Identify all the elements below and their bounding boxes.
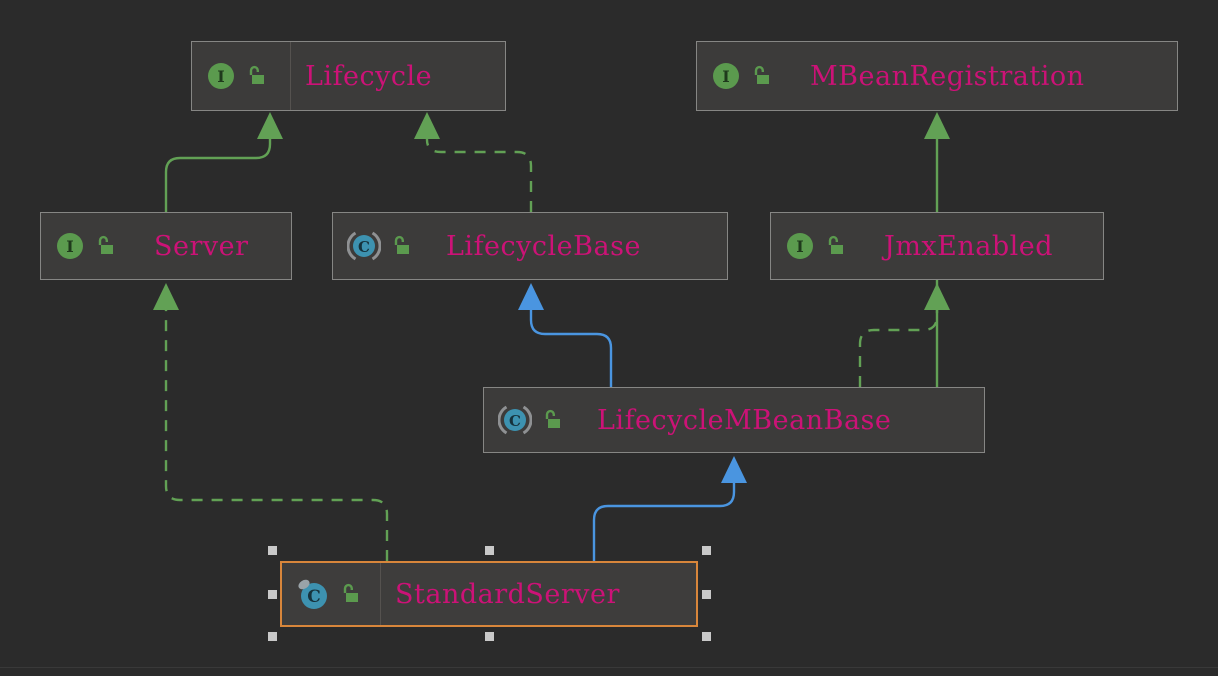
node-name-label: LifecycleMBeanBase bbox=[597, 404, 892, 436]
svg-text:C: C bbox=[509, 412, 521, 430]
class-node-standardserver[interactable]: C StandardServer bbox=[280, 561, 698, 627]
node-name-label: Lifecycle bbox=[305, 60, 433, 92]
unlocked-padlock-icon bbox=[98, 235, 113, 254]
node-name-label: JmxEnabled bbox=[884, 230, 1054, 262]
class-node-lifecyclebase[interactable]: C LifecycleBase bbox=[332, 212, 728, 280]
abstract-class-icon: C bbox=[498, 405, 532, 435]
class-icon: C bbox=[298, 579, 327, 609]
unlocked-padlock-icon bbox=[754, 65, 769, 84]
unlocked-padlock-icon bbox=[545, 409, 560, 428]
unlocked-padlock-icon bbox=[394, 235, 409, 254]
selection-handle-middle-right[interactable] bbox=[702, 590, 711, 599]
node-icon-gutter: C bbox=[333, 213, 432, 279]
svg-text:C: C bbox=[358, 238, 370, 256]
edge-standardserver-to-lifecyclembeanbase[interactable] bbox=[592, 456, 747, 561]
node-icon-gutter: C bbox=[282, 563, 381, 625]
selection-handle-top-center[interactable] bbox=[485, 546, 494, 555]
interface-icon: I bbox=[208, 63, 234, 89]
node-icon-gutter: I bbox=[192, 42, 291, 110]
svg-text:I: I bbox=[722, 67, 729, 86]
selection-handle-top-left[interactable] bbox=[268, 546, 277, 555]
unlocked-padlock-icon bbox=[343, 583, 358, 602]
edge-lifecyclembeanbase-to-jmxenabled[interactable] bbox=[858, 283, 950, 387]
edge-lifecyclembeanbase-to-lifecyclebase[interactable] bbox=[518, 283, 613, 387]
node-icon-gutter: I bbox=[41, 213, 140, 279]
node-name-label: MBeanRegistration bbox=[810, 60, 1085, 92]
interface-icon: I bbox=[787, 233, 813, 259]
edge-server-to-lifecycle[interactable] bbox=[164, 112, 283, 212]
interface-icon: I bbox=[57, 233, 83, 259]
class-node-mbeanregistration[interactable]: I MBeanRegistration bbox=[696, 41, 1178, 111]
svg-text:I: I bbox=[217, 67, 224, 86]
selection-handle-top-right[interactable] bbox=[702, 546, 711, 555]
svg-text:I: I bbox=[796, 237, 803, 256]
unlocked-padlock-icon bbox=[249, 65, 264, 84]
selection-handle-middle-left[interactable] bbox=[268, 590, 277, 599]
node-icon-gutter: C bbox=[484, 388, 583, 452]
abstract-class-icon: C bbox=[347, 231, 381, 261]
node-icon-gutter: I bbox=[697, 42, 796, 110]
node-name-label: StandardServer bbox=[395, 578, 620, 610]
node-name-label: Server bbox=[154, 230, 249, 262]
class-node-jmxenabled[interactable]: I JmxEnabled bbox=[770, 212, 1104, 280]
selection-handle-bottom-center[interactable] bbox=[485, 632, 494, 641]
svg-text:C: C bbox=[307, 587, 321, 607]
unlocked-padlock-icon bbox=[828, 235, 843, 254]
selection-handle-bottom-right[interactable] bbox=[702, 632, 711, 641]
node-icon-gutter: I bbox=[771, 213, 870, 279]
interface-icon: I bbox=[713, 63, 739, 89]
edge-standardserver-to-server[interactable] bbox=[153, 283, 389, 561]
class-node-server[interactable]: I Server bbox=[40, 212, 292, 280]
selection-handle-bottom-left[interactable] bbox=[268, 632, 277, 641]
svg-text:I: I bbox=[66, 237, 73, 256]
edge-lifecyclebase-to-lifecycle[interactable] bbox=[414, 112, 533, 212]
bottom-divider bbox=[0, 667, 1218, 668]
class-node-lifecyclembeanbase[interactable]: C LifecycleMBeanBase bbox=[483, 387, 985, 453]
class-node-lifecycle[interactable]: I Lifecycle bbox=[191, 41, 506, 111]
node-name-label: LifecycleBase bbox=[446, 230, 641, 262]
